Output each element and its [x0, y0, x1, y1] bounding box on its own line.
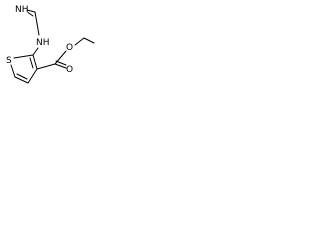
bond-nh-to-c2 [32, 47, 39, 56]
atom-amine-nh: NH [36, 38, 50, 48]
bond-c5-s [10, 64, 16, 78]
bond-imine-double-a [26, 9, 36, 13]
atom-ester-oxygen: O [66, 43, 73, 53]
bond-c4-c5 [14, 76, 29, 84]
bond-imine-c-to-nh [34, 11, 40, 36]
atom-imine-nh: NH [15, 5, 29, 15]
bond-c4-c5-inner [16, 73, 28, 80]
molecule-diagram: NH NH S O O [6, 5, 95, 84]
bond-ester-o-ch2 [74, 37, 85, 46]
bond-carbonyl-double-b [55, 60, 67, 66]
bond-c3-carbonyl-c [36, 63, 56, 70]
atom-carbonyl-oxygen: O [66, 65, 73, 75]
bond-c3-c4 [27, 68, 38, 84]
bond-ch2-ch3 [83, 37, 95, 44]
bond-imine-double-b [27, 12, 34, 17]
bond-c2-c3 [32, 54, 38, 70]
bond-s-c2 [13, 54, 34, 59]
bond-c2-c3-inner [29, 57, 34, 69]
structure-canvas: NH NH S O O [0, 0, 97, 99]
atom-sulfur: S [6, 56, 12, 66]
bond-carbonyl-double-a [54, 63, 67, 69]
bond-carbonyl-c-ester-o [54, 50, 67, 65]
